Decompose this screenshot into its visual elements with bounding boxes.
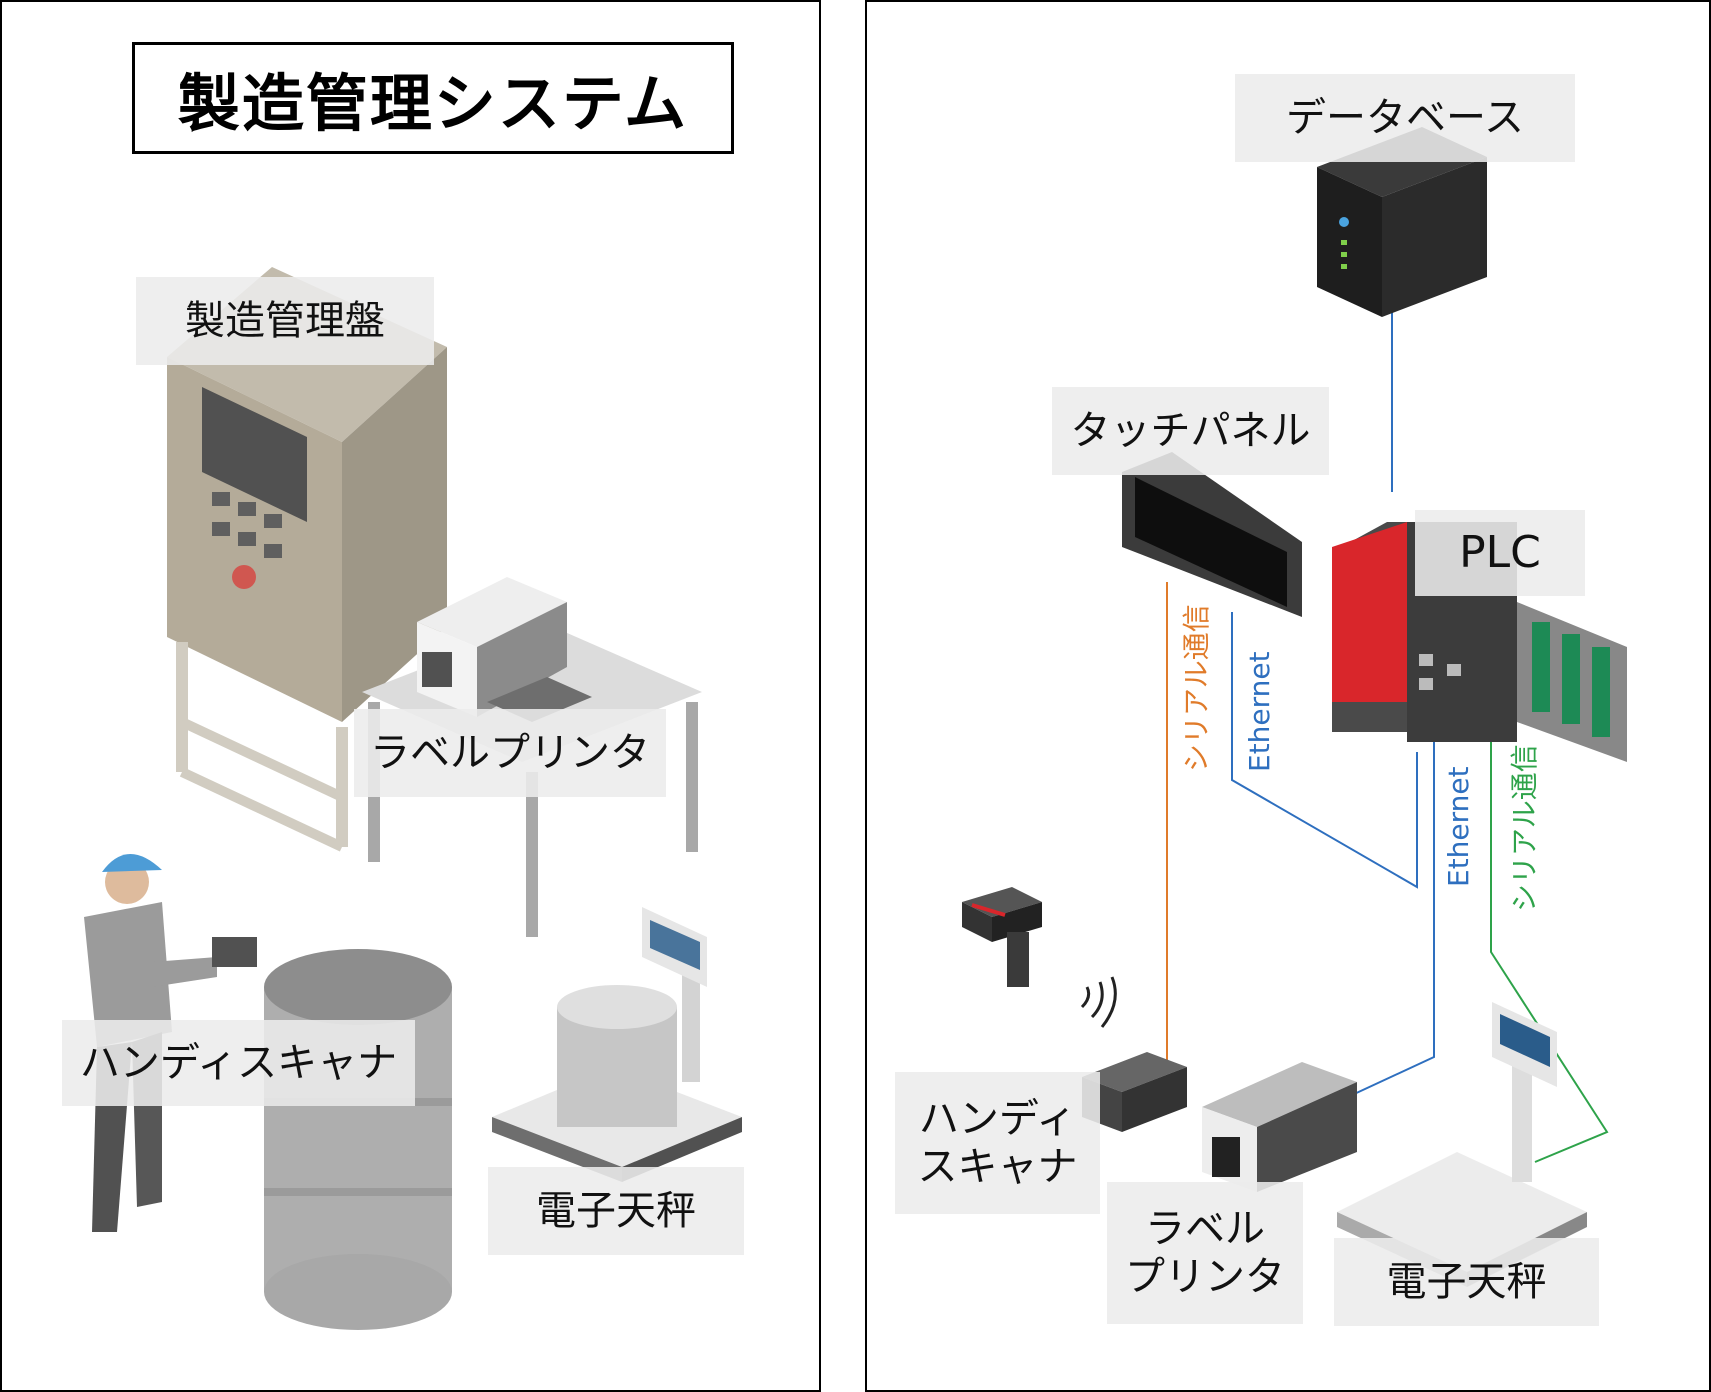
scale-illustration (492, 907, 742, 1182)
right-scale-label: 電子天秤 (1334, 1238, 1599, 1326)
ethernet-label-1: Ethernet (1243, 651, 1276, 772)
system-title: 製造管理システム (132, 42, 734, 154)
drum-illustration (264, 949, 452, 1330)
handy-scanner-line2: スキャナ (917, 1144, 1078, 1190)
touch-panel-illustration (1122, 452, 1302, 617)
database-label: データベース (1235, 74, 1575, 162)
right-label-printer-label: ラベル プリンタ (1107, 1182, 1303, 1324)
control-panel-label: 製造管理盤 (136, 277, 434, 365)
plc-label: PLC (1415, 510, 1585, 596)
ethernet-label-2: Ethernet (1442, 766, 1475, 887)
label-printer-label: ラベルプリンタ (354, 709, 666, 797)
handy-scanner-illustration (962, 887, 1117, 1028)
touch-panel-label: タッチパネル (1052, 387, 1329, 475)
ethernet-plc-printer-line (1336, 742, 1435, 1103)
label-printer-line1: ラベル (1145, 1206, 1265, 1252)
right-label-printer-illustration (1202, 1062, 1357, 1192)
scale-label: 電子天秤 (488, 1167, 744, 1255)
right-handy-scanner-label: ハンディ スキャナ (895, 1072, 1100, 1214)
serial-label-orange: シリアル通信 (1180, 604, 1213, 772)
left-panel: 製造管理システム 製造管理盤 ラベルプリンタ ハンディスキャナ 電子天秤 (0, 0, 821, 1392)
handy-scanner-line1: ハンディ (918, 1096, 1077, 1142)
handy-scanner-label: ハンディスキャナ (62, 1020, 415, 1106)
ethernet-touch-plc-line (1231, 612, 1418, 889)
serial-label-green: シリアル通信 (1508, 744, 1541, 912)
right-panel: データベース タッチパネル PLC ハンディ スキャナ ラベル プリンタ 電子天… (865, 0, 1711, 1392)
label-printer-line2: プリンタ (1125, 1254, 1285, 1300)
